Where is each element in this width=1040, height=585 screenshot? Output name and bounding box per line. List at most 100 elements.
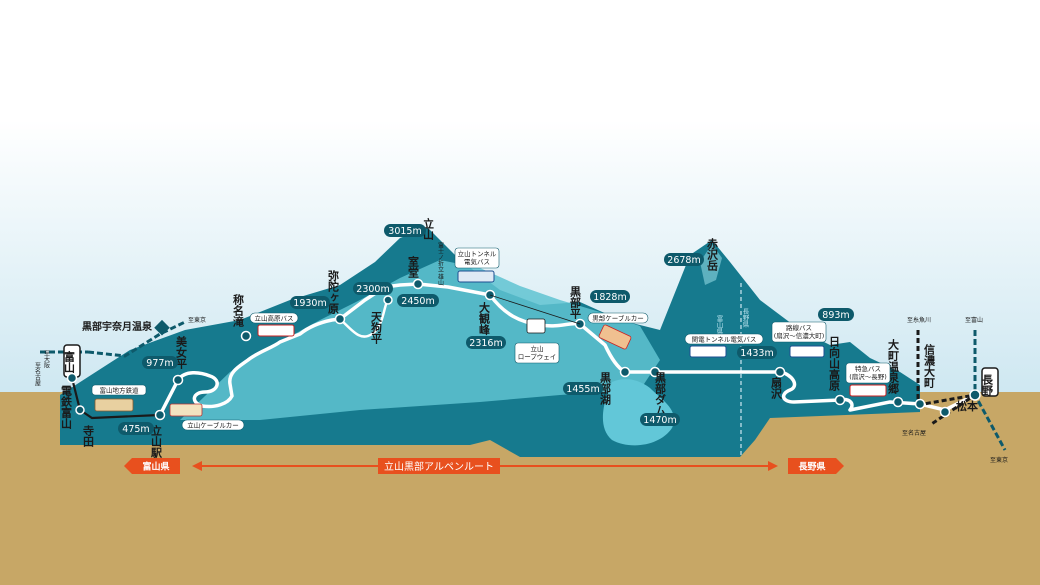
unazuki-rail-line bbox=[87, 320, 186, 358]
matsumoto-dot[interactable] bbox=[939, 406, 951, 418]
midagahara-label: 弥陀ヶ原 bbox=[327, 269, 340, 315]
kurobeko-label: 黒部湖 bbox=[599, 372, 612, 406]
nagano-dot[interactable] bbox=[969, 389, 981, 401]
omachi-onsen-dot[interactable] bbox=[892, 396, 904, 408]
daikanbo-label: 大観峰 bbox=[478, 301, 491, 336]
tunnel-bus-label-1: 立山トンネル bbox=[458, 249, 497, 258]
alt-tateyama: 475m bbox=[122, 424, 149, 435]
region-toyama: 富山県 bbox=[715, 314, 723, 336]
cable-kurobe-tag bbox=[587, 312, 649, 324]
tateyama-peak-sub: 富士ノ折立 雄山 bbox=[437, 241, 444, 287]
alt-badge-kurobedaira bbox=[590, 290, 630, 303]
hinata-label: 日向山高原 bbox=[828, 336, 841, 392]
bus-icon-highland bbox=[257, 324, 295, 337]
ropeway-cable bbox=[489, 294, 581, 325]
tengudaira-label: 天狗平 bbox=[370, 311, 383, 345]
bijodaira-dot[interactable] bbox=[172, 374, 184, 386]
kurobe-dam-label: 黒部ダム bbox=[654, 372, 667, 416]
route-arrow-left bbox=[192, 461, 202, 471]
alt-badge-shomyodaki bbox=[290, 296, 330, 309]
tateyama-peak-label: 立山 bbox=[422, 217, 435, 241]
unazuki-label: 黒部宇奈月温泉 bbox=[82, 320, 153, 333]
midagahara-dot[interactable] bbox=[334, 313, 346, 325]
tateyama-station-dot[interactable] bbox=[154, 409, 166, 421]
bus-icon-tunnel bbox=[457, 270, 495, 283]
region-nagano: 長野県 bbox=[741, 308, 749, 329]
mountain-range-light bbox=[180, 260, 660, 420]
to-nagoya-left: 至名古屋 bbox=[34, 362, 41, 387]
alt-badge-tateyama-peak bbox=[384, 224, 426, 237]
express-bus-tag bbox=[845, 362, 891, 384]
to-tokyo-top: 至東京 bbox=[188, 316, 206, 324]
kanden-bus-tag bbox=[684, 333, 764, 345]
alt-badge-kurobe-dam bbox=[640, 413, 680, 426]
shomyodaki-label: 称名滝 bbox=[232, 293, 245, 328]
alt-tateyama-peak: 3015m bbox=[388, 226, 421, 237]
route-bus-label-1: 路線バス bbox=[786, 323, 812, 332]
express-bus-label-2: (扇沢〜長野) bbox=[849, 372, 887, 381]
terada-dot[interactable] bbox=[75, 405, 85, 415]
ropeway-label-1: 立山 bbox=[531, 344, 544, 353]
to-tokyo-bottom: 至東京 bbox=[990, 456, 1008, 464]
alt-murodo: 2450m bbox=[401, 296, 434, 307]
toyama-pref-label: 富山県 bbox=[142, 461, 169, 473]
kurobe-lake bbox=[602, 379, 674, 446]
nagano-pref-badge bbox=[788, 458, 844, 474]
kurobedaira-label: 黒部平 bbox=[569, 286, 582, 320]
toyama-chiho-line bbox=[70, 377, 161, 420]
kanden-bus-label: 関電トンネル電気バス bbox=[692, 335, 757, 344]
route-name-box bbox=[378, 458, 500, 474]
nagano-pref-label: 長野県 bbox=[798, 462, 825, 473]
alt-badge-midagahara bbox=[353, 282, 393, 295]
route-bus-tag bbox=[771, 321, 827, 343]
kurobe-dam-dot[interactable] bbox=[649, 366, 661, 378]
alt-badge-akazawadake bbox=[664, 253, 704, 266]
cable-tateyama-tag bbox=[181, 419, 245, 431]
murodo-dot[interactable] bbox=[412, 278, 424, 290]
alt-hinata: 893m bbox=[822, 310, 849, 321]
nagano-station-box[interactable] bbox=[981, 367, 999, 397]
alt-kurobe-dam: 1470m bbox=[643, 415, 676, 426]
ogizawa-dot[interactable] bbox=[774, 366, 786, 378]
toyama-chiho-label: 富山地方鉄道 bbox=[100, 386, 140, 395]
alt-shomyodaki: 1930m bbox=[293, 298, 326, 309]
alt-kurobeko: 1455m bbox=[566, 384, 599, 395]
toyama-pref-badge bbox=[124, 458, 180, 474]
cable-tateyama-label: 立山ケーブルカー bbox=[187, 421, 238, 430]
shinano-omachi-label: 信濃大町 bbox=[923, 343, 936, 389]
alt-badge-kurobeko bbox=[563, 382, 603, 395]
to-itoigawa: 至糸魚川 bbox=[907, 316, 931, 324]
alt-midagahara: 2300m bbox=[356, 284, 389, 295]
alt-bijodaira: 977m bbox=[146, 358, 173, 369]
tunnel-bus-tag bbox=[454, 247, 500, 269]
alt-kurobedaira: 1828m bbox=[593, 292, 626, 303]
kurobeko-dot[interactable] bbox=[619, 366, 631, 378]
hinata-dot[interactable] bbox=[834, 394, 846, 406]
shinano-omachi-dot[interactable] bbox=[914, 398, 926, 410]
alt-akazawadake: 2678m bbox=[667, 255, 700, 266]
tateyama-station-label: 立山駅 bbox=[150, 424, 164, 459]
route-to-tengudaira bbox=[339, 299, 390, 338]
unazuki-station-marker[interactable] bbox=[154, 319, 170, 336]
ropeway-gondola-icon bbox=[526, 318, 546, 334]
nagano-label: 長野 bbox=[981, 374, 994, 397]
alpine-route-line bbox=[158, 282, 977, 417]
highland-bus-label: 立山高原バス bbox=[255, 314, 294, 323]
train-icon-toyama bbox=[94, 398, 134, 412]
tunnel-bus-label-2: 電気バス bbox=[464, 257, 490, 266]
to-toyama-right: 至富山 bbox=[965, 316, 983, 324]
tengudaira-dot[interactable] bbox=[383, 295, 393, 305]
alt-daikanbo: 2316m bbox=[469, 338, 502, 349]
dentetsu-toyama-dot[interactable] bbox=[66, 372, 78, 384]
alt-ogizawa: 1433m bbox=[740, 348, 773, 359]
ropeway-label-2: ロープウェイ bbox=[518, 353, 557, 361]
toyama-chiho-tag bbox=[91, 384, 147, 396]
alt-badge-tateyama bbox=[118, 422, 154, 435]
highland-bus-tag bbox=[249, 312, 299, 324]
route-bus-label-2: (扇沢〜信濃大町) bbox=[774, 331, 825, 340]
matsumoto-label: 松本 bbox=[956, 399, 978, 413]
shomyodaki-dot[interactable] bbox=[240, 330, 252, 342]
alt-badge-hinata bbox=[818, 308, 854, 321]
bus-icon-kanden bbox=[689, 345, 727, 358]
